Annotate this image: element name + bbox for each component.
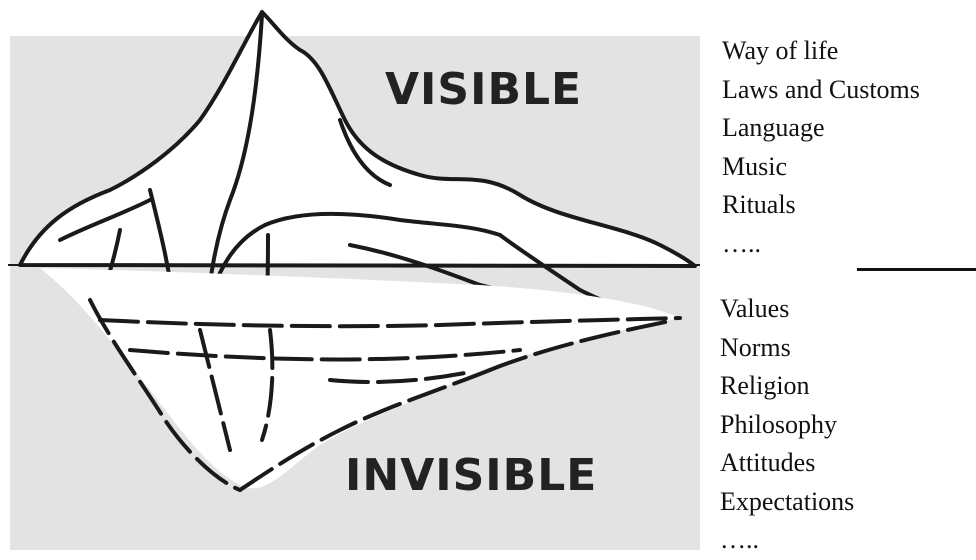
iceberg-illustration: VISIBLE INVISIBLE xyxy=(0,0,710,553)
visible-items-list: Way of life Laws and Customs Language Mu… xyxy=(722,32,920,263)
list-item: Philosophy xyxy=(720,406,854,445)
list-item: Values xyxy=(720,290,854,329)
list-item: Way of life xyxy=(722,32,920,71)
list-item: Expectations xyxy=(720,483,854,522)
list-item: Norms xyxy=(720,329,854,368)
list-item: ….. xyxy=(720,521,854,560)
invisible-items-list: Values Norms Religion Philosophy Attitud… xyxy=(720,290,854,560)
visible-label: VISIBLE xyxy=(385,64,582,115)
invisible-label: INVISIBLE xyxy=(345,450,597,501)
list-item: Language xyxy=(722,109,920,148)
divider-line xyxy=(857,268,976,271)
list-item: Religion xyxy=(720,367,854,406)
list-item: Rituals xyxy=(722,186,920,225)
list-item: ….. xyxy=(722,225,920,264)
list-item: Laws and Customs xyxy=(722,71,920,110)
list-item: Attitudes xyxy=(720,444,854,483)
list-item: Music xyxy=(722,148,920,187)
